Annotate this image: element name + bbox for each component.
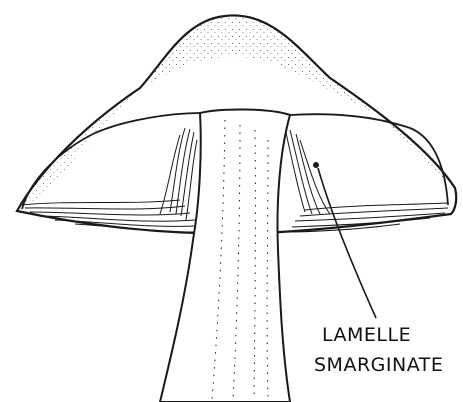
annotation-line-2: SMARGINATE	[314, 354, 443, 376]
annotation-line-1: LAMELLE	[322, 324, 411, 346]
annotation-leader-dot	[313, 162, 319, 168]
